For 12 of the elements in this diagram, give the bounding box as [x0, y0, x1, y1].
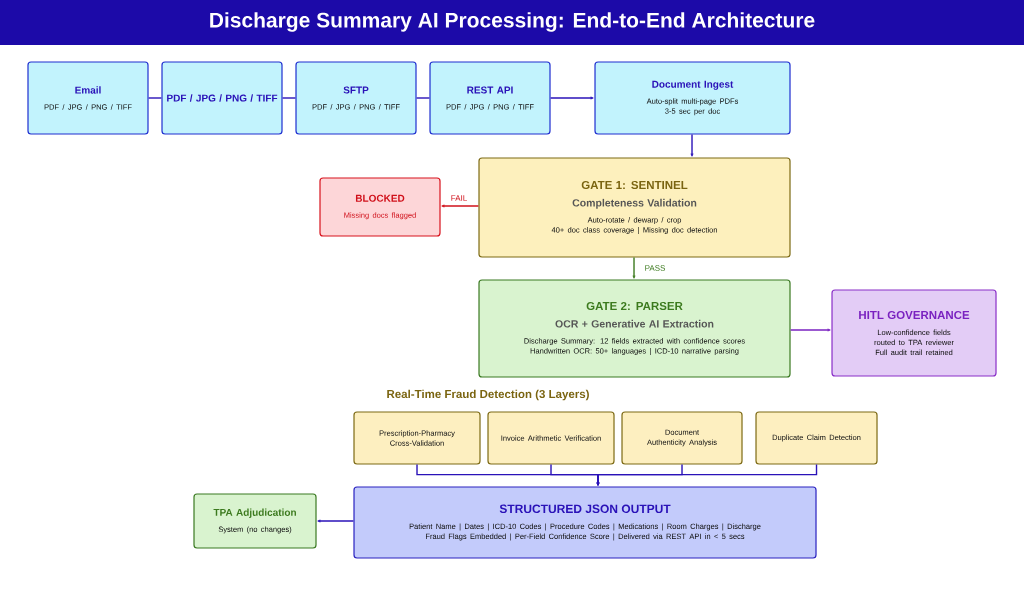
- source-box: PDF / JPG / PNG / TIFF: [161, 61, 283, 135]
- arrow: [317, 519, 355, 523]
- arrow: [789, 328, 831, 332]
- arrow: [549, 96, 594, 100]
- edge-label: FAIL: [449, 194, 469, 202]
- arrow: [632, 256, 636, 279]
- edge-label: PASS: [643, 264, 667, 272]
- section-heading: Real-Time Fraud Detection (3 Layers): [387, 389, 589, 401]
- arrow: [690, 133, 694, 157]
- arrow: [441, 204, 480, 208]
- arrow: [596, 463, 818, 486]
- title: Discharge Summary AI Processing: End-to-End Architecture: [210, 12, 815, 32]
